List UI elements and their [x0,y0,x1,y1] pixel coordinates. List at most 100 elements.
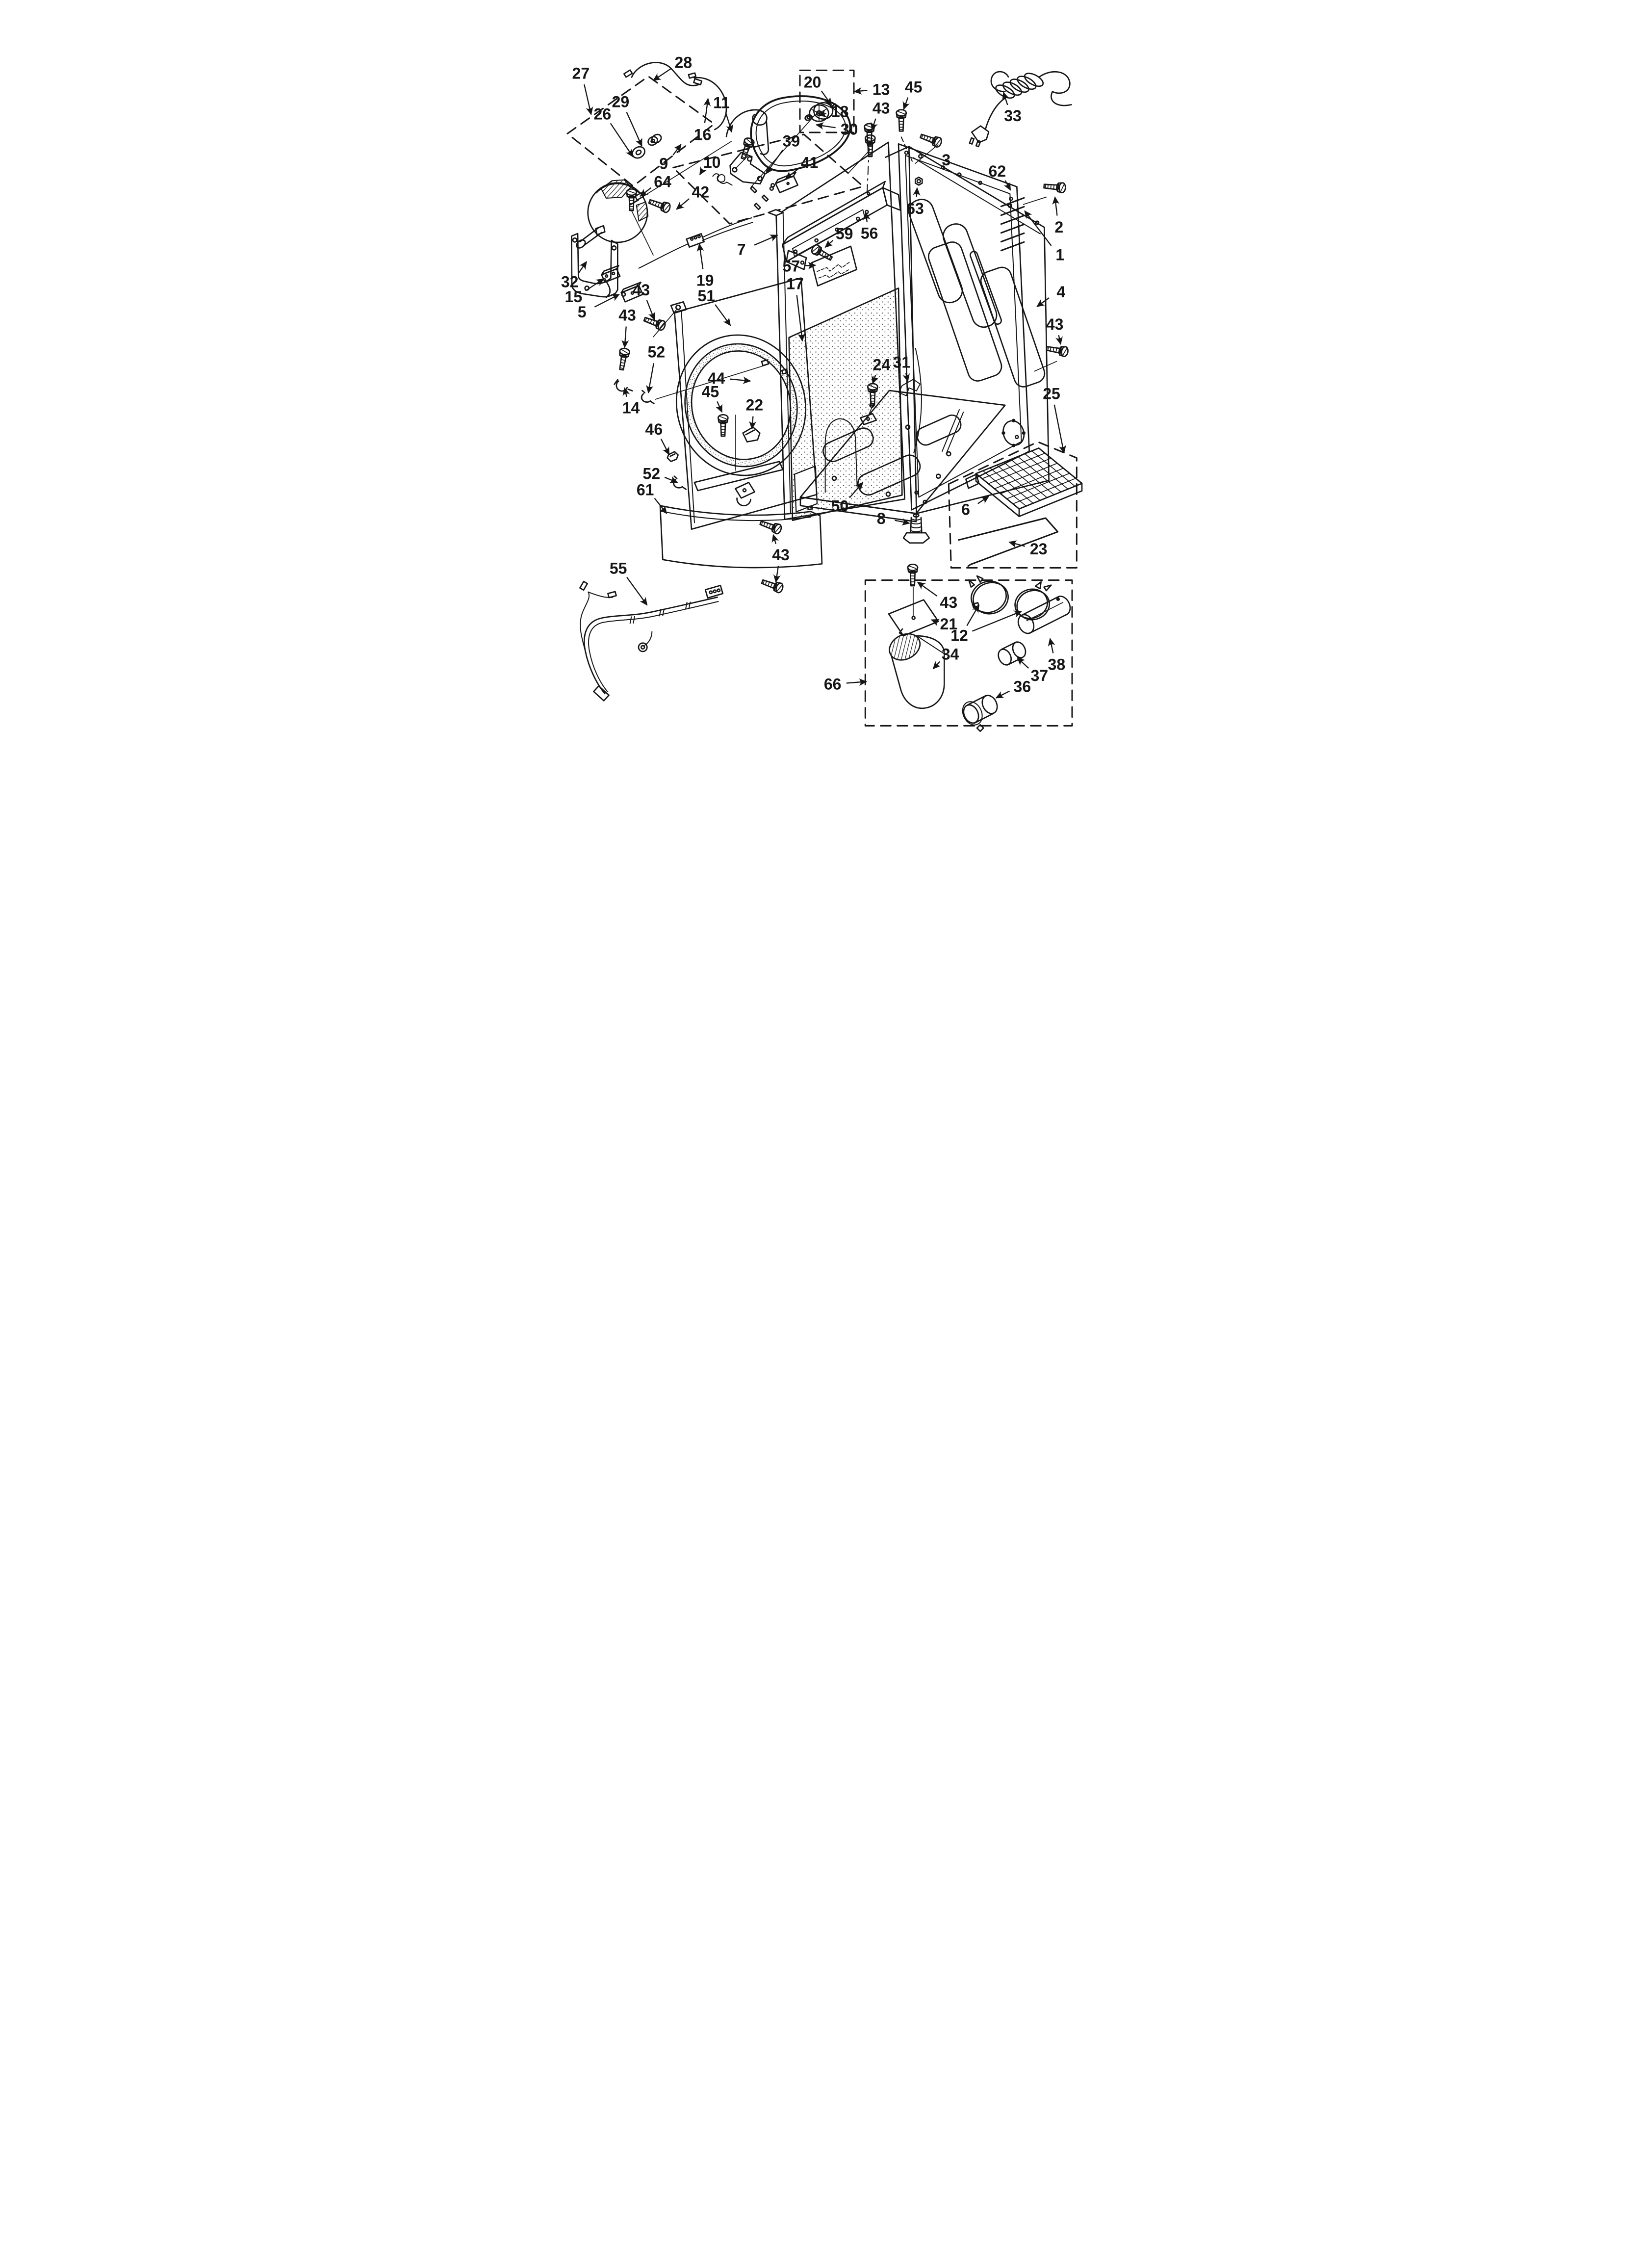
callout-51: 51 [698,287,716,305]
callout-leader-43 [771,534,779,545]
callout-leader-25 [1053,404,1066,454]
callout-20: 20 [804,74,821,91]
door-catch-22 [742,426,761,443]
callout-34: 34 [942,646,959,663]
idler-arm-bracket [729,152,766,184]
callout-37: 37 [1031,667,1049,684]
callout-leader-43 [773,566,781,583]
callout-leader-50 [849,482,864,498]
callout-leader-14 [622,387,630,397]
callout-44: 44 [708,369,725,387]
callout-13: 13 [872,81,890,99]
callout-28: 28 [675,54,693,72]
callout-17: 17 [786,275,804,292]
callout-leader-46 [660,439,670,456]
vent-elbow-34 [889,633,945,709]
callout-5: 5 [578,303,587,321]
callout-leader-39 [766,150,784,175]
callout-50: 50 [831,497,849,515]
callout-62: 62 [989,162,1006,180]
callout-leader-2 [1052,196,1060,216]
clip-46 [667,451,679,462]
callout-32: 32 [561,273,579,290]
callout-23: 23 [1030,540,1048,558]
callout-26: 26 [594,105,612,123]
idler-spring [712,173,733,186]
callout-leader-56 [863,211,871,222]
callout-64: 64 [654,173,671,190]
door-latch [735,481,755,507]
callout-leader-19 [696,243,704,269]
heater-wire-23 [958,517,1059,567]
callout-46: 46 [645,420,663,438]
callout-24: 24 [873,356,891,374]
callout-leader-18 [818,109,827,118]
callout-15: 15 [565,288,583,306]
callout-21: 21 [940,615,958,633]
top-bracket-56 [782,181,901,270]
callout-leader-43 [621,326,629,348]
callout-29: 29 [612,93,630,111]
callout-leader-45 [902,97,910,110]
callout-leader-7 [754,235,778,246]
callout-leader-52 [646,363,655,394]
callout-leader-27 [584,84,593,115]
callout-45: 45 [702,383,719,400]
callout-leader-23 [1008,540,1026,548]
cabinet [885,146,1050,514]
callout-leader-15 [585,278,605,291]
front-panel [653,277,818,530]
callout-3: 3 [942,151,950,169]
callout-leader-28 [652,68,672,81]
callout-leader-12 [966,604,980,626]
callout-leader-6 [977,495,990,504]
motor-kit-box [566,76,715,187]
callout-4: 4 [1056,283,1065,301]
callout-leader-11 [725,113,733,133]
callout-leader-42 [676,198,690,210]
callout-43: 43 [618,307,636,324]
callout-9: 9 [659,155,668,173]
door-switch-5 [620,281,643,303]
parts-diagram-canvas: 2728292616119102018133039414543362633321… [561,54,1083,732]
callout-leader-32 [578,261,587,273]
callout-leader-10 [699,166,707,176]
callout-38: 38 [1048,655,1066,673]
idler-kit-box [672,133,864,225]
callout-66: 66 [824,675,842,693]
callout-leader-26 [610,123,634,157]
wire-16 [688,72,727,130]
callout-2: 2 [1054,218,1063,236]
callout-leader-64 [640,187,652,197]
base-pan [799,379,1006,522]
callout-41: 41 [801,154,819,172]
callout-14: 14 [622,399,640,417]
callout-leader-24 [872,375,879,385]
callout-12: 12 [950,626,968,644]
callout-leader-20 [821,90,832,106]
callout-leader-17 [796,295,805,342]
callout-leader-13 [853,87,868,95]
pulley-shaft-line [750,115,815,188]
callout-19: 19 [696,272,714,289]
console-bracket-32 [571,225,618,298]
callout-leader-33 [1002,91,1010,105]
lint-screen [965,447,1083,517]
callout-43: 43 [633,281,650,299]
callout-39: 39 [783,132,800,150]
callout-leader-34 [932,660,941,670]
callout-61: 61 [637,481,654,499]
callout-leader-43 [871,118,878,131]
callout-1: 1 [1055,246,1064,263]
callout-leader-43 [1055,335,1063,345]
callout-leader-52 [664,476,678,483]
callout-16: 16 [694,126,712,143]
door-ring-seal [675,334,807,476]
callout-leader-43 [917,581,938,597]
callout-leader-36 [995,690,1010,699]
lint-screen-box [948,441,1078,569]
callout-18: 18 [831,103,849,121]
callout-31: 31 [893,354,911,371]
drive-belt [750,95,851,172]
